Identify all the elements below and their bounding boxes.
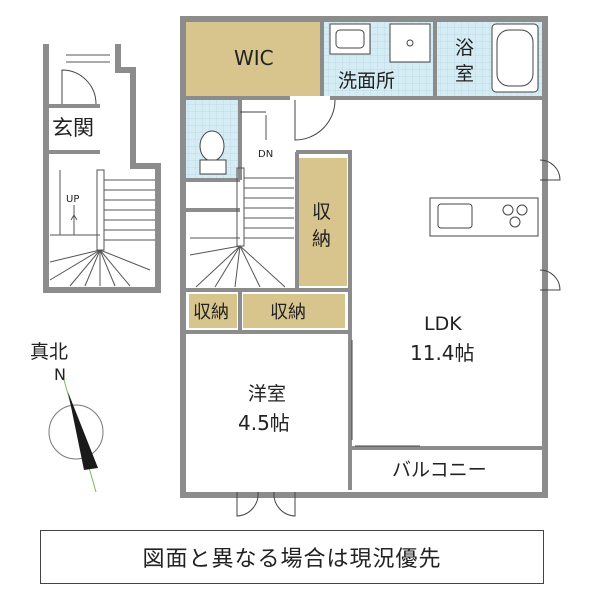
- washing-machine-fixture: [389, 23, 431, 63]
- storage-a-room: [299, 158, 347, 286]
- stairs-down-label: DN: [258, 149, 273, 160]
- western-room-size-label: 4.5帖: [238, 411, 290, 435]
- bathtub-fixture: [491, 23, 539, 93]
- disclaimer-box: 図面と異なる場合は現況優先: [40, 530, 544, 584]
- storage-c-label: 収納: [270, 302, 306, 323]
- main-unit: DN: [180, 16, 561, 517]
- storage-a-label-2: 納: [312, 228, 331, 250]
- doors: [236, 99, 561, 517]
- western-room-label: 洋室: [248, 383, 286, 405]
- upper-stair-steps: [66, 54, 110, 63]
- interior-walls: [186, 20, 542, 490]
- storage-c-room: [243, 294, 345, 328]
- storage-b-room: [189, 294, 237, 328]
- entrance-outer-wall: [43, 44, 161, 293]
- main-outer-wall: [180, 16, 548, 498]
- stair-treads: [49, 169, 155, 287]
- bathroom-label-2: 室: [455, 63, 474, 85]
- compass: N 真北: [30, 341, 104, 493]
- wic-room: [186, 22, 321, 96]
- compass-circle: [48, 404, 104, 460]
- ldk-size-label: 11.4帖: [410, 341, 475, 365]
- kitchen-counter: [429, 197, 539, 237]
- storage-b-label: 収納: [193, 302, 229, 323]
- washbasin-fixture: [329, 23, 371, 55]
- disclaimer-text: 図面と異なる場合は現況優先: [142, 547, 442, 572]
- compass-needle: [68, 392, 98, 470]
- toilet-fixture: [199, 130, 227, 175]
- storage-a-label-1: 収: [312, 201, 331, 223]
- washroom-label: 洗面所: [338, 70, 395, 92]
- stairs-up-label: UP: [66, 194, 79, 205]
- ldk-label: LDK: [424, 313, 462, 335]
- compass-true-north-label: 真北: [30, 341, 68, 363]
- entrance-door: [61, 69, 97, 105]
- bathroom-label-1: 浴: [455, 37, 474, 59]
- entrance-label: 玄関: [52, 116, 94, 140]
- wic-label: WIC: [234, 46, 274, 70]
- compass-north-label: N: [54, 365, 66, 384]
- down-stair-treads: [189, 115, 294, 288]
- entrance-stair-block: UP 玄関: [43, 44, 161, 293]
- balcony-label: バルコニー: [392, 459, 487, 481]
